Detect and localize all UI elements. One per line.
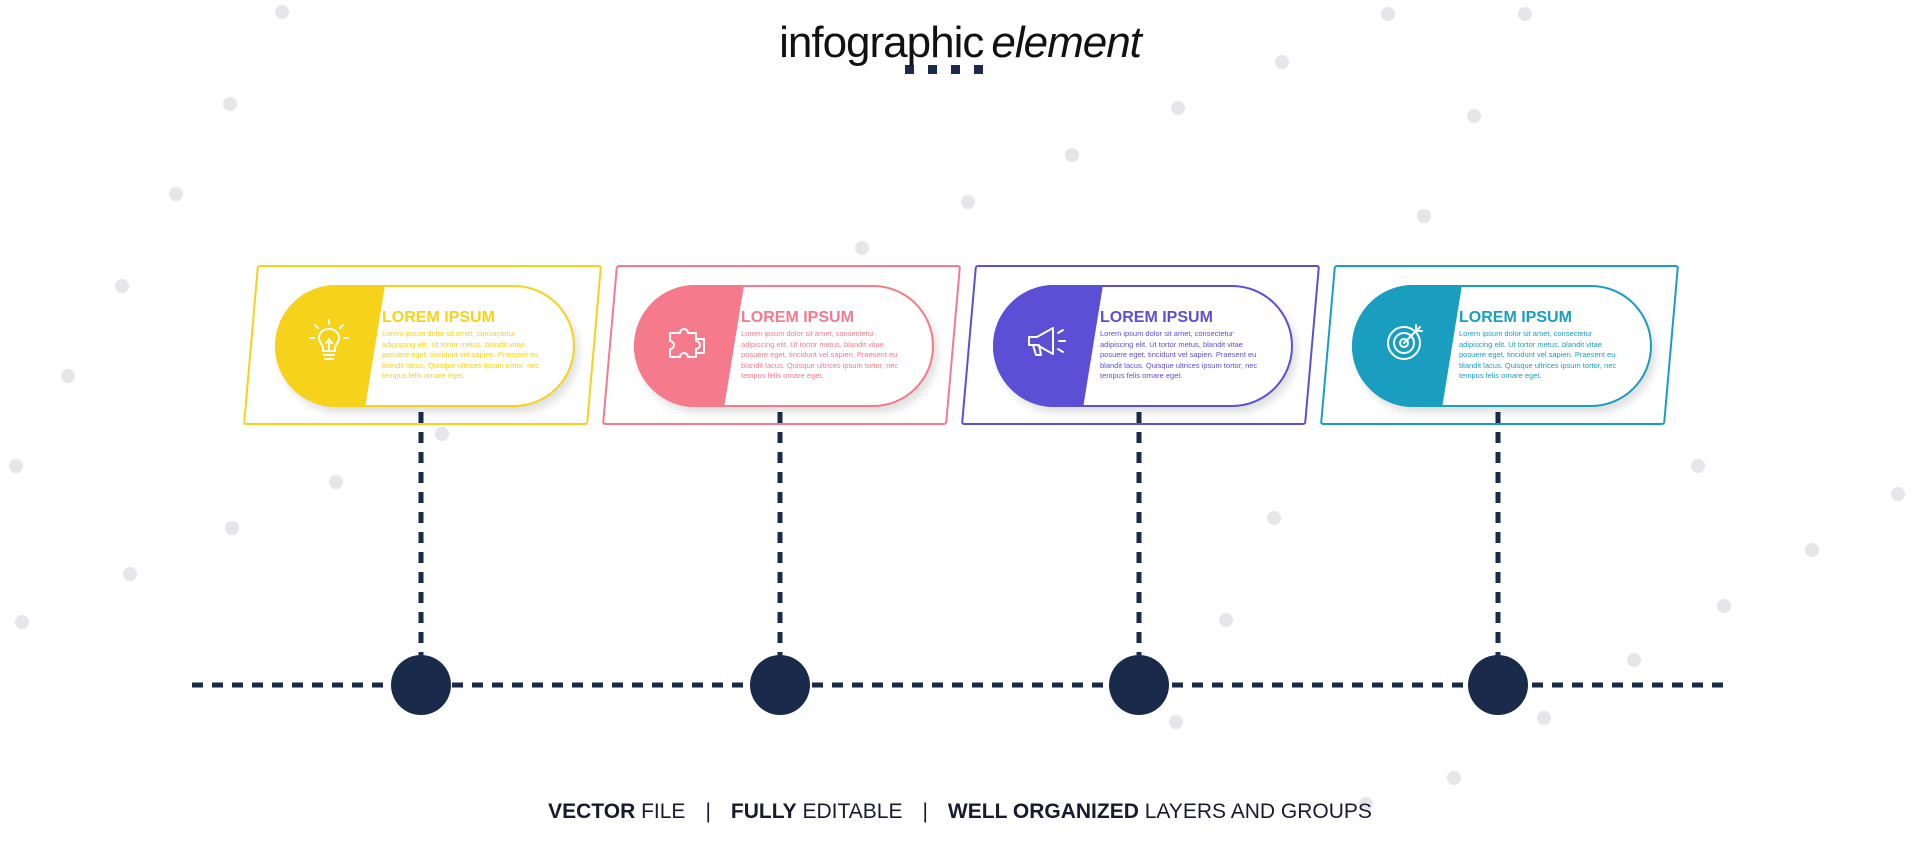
footer-editable-rest: EDITABLE: [796, 800, 903, 823]
background-dot: [223, 97, 237, 111]
background-dot: [1171, 101, 1185, 115]
background-dot: [329, 475, 343, 489]
background-dot: [123, 567, 137, 581]
background-dot: [1537, 711, 1551, 725]
title-dot: [974, 65, 983, 74]
step-title: LOREM IPSUM: [741, 309, 854, 326]
step-title: LOREM IPSUM: [382, 309, 495, 326]
footer-organized-bold: WELL ORGANIZED: [947, 800, 1139, 823]
footer: VECTOR FILE | FULLY EDITABLE | WELL ORGANIZE…: [0, 800, 1920, 824]
step-description: Lorem ipsum dolor sit amet, consectetur …: [1100, 329, 1258, 380]
footer-layers-rest: LAYERS AND GROUPS: [1138, 800, 1372, 823]
background-dot: [115, 279, 129, 293]
background-dot: [169, 187, 183, 201]
footer-separator: |: [705, 800, 711, 823]
background-dot: [275, 5, 289, 19]
lightbulb-icon: [305, 317, 353, 365]
title-main: infographic: [779, 18, 984, 67]
timeline-node: [1468, 655, 1528, 715]
background-dot: [1417, 209, 1431, 223]
step-card: LOREM IPSUM Lorem ipsum dolor sit amet, c…: [243, 265, 602, 425]
title-dot: [928, 65, 937, 74]
background-dot: [1447, 771, 1461, 785]
background-dot: [1267, 511, 1281, 525]
step-title: LOREM IPSUM: [1459, 309, 1572, 326]
title-dot: [905, 65, 914, 74]
background-dot: [15, 615, 29, 629]
step-title: LOREM IPSUM: [1100, 309, 1213, 326]
title-italic: element: [991, 18, 1142, 67]
step-card: LOREM IPSUM Lorem ipsum dolor sit amet, c…: [961, 265, 1320, 425]
timeline-node: [391, 655, 451, 715]
background-dot: [1691, 459, 1705, 473]
background-dot: [855, 241, 869, 255]
background-dot: [1359, 797, 1373, 811]
background-dot: [1805, 543, 1819, 557]
background-dot: [61, 369, 75, 383]
background-dot: [1169, 715, 1183, 729]
step-description: Lorem ipsum dolor sit amet, consectetur …: [741, 329, 899, 380]
footer-fully-bold: FULLY: [730, 800, 797, 823]
background-dot: [9, 459, 23, 473]
background-dot: [225, 521, 239, 535]
footer-vector-bold: VECTOR: [548, 800, 636, 823]
background-dot: [1627, 653, 1641, 667]
footer-vector-rest: FILE: [635, 800, 686, 823]
background-dot: [1381, 7, 1395, 21]
card-color-cap: [634, 285, 744, 407]
background-dot: [1219, 613, 1233, 627]
footer-separator: |: [922, 800, 928, 823]
step-card: LOREM IPSUM Lorem ipsum dolor sit amet, c…: [1320, 265, 1679, 425]
background-dot: [435, 427, 449, 441]
megaphone-icon: [1023, 317, 1071, 365]
timeline-node: [1109, 655, 1169, 715]
title-dot: [951, 65, 960, 74]
puzzle-icon: [664, 317, 712, 365]
timeline-node: [750, 655, 810, 715]
background-dot: [1065, 148, 1079, 162]
background-dot: [1891, 487, 1905, 501]
background-dot: [1275, 55, 1289, 69]
background-dot: [961, 195, 975, 209]
step-description: Lorem ipsum dolor sit amet, consectetur …: [382, 329, 540, 380]
step-description: Lorem ipsum dolor sit amet, consectetur …: [1459, 329, 1617, 380]
title-dots: [905, 65, 983, 74]
background-dot: [1717, 599, 1731, 613]
background-dot: [1518, 7, 1532, 21]
card-color-cap: [993, 285, 1103, 407]
step-card: LOREM IPSUM Lorem ipsum dolor sit amet, c…: [602, 265, 961, 425]
background-dot: [1467, 109, 1481, 123]
target-icon: [1382, 317, 1430, 365]
